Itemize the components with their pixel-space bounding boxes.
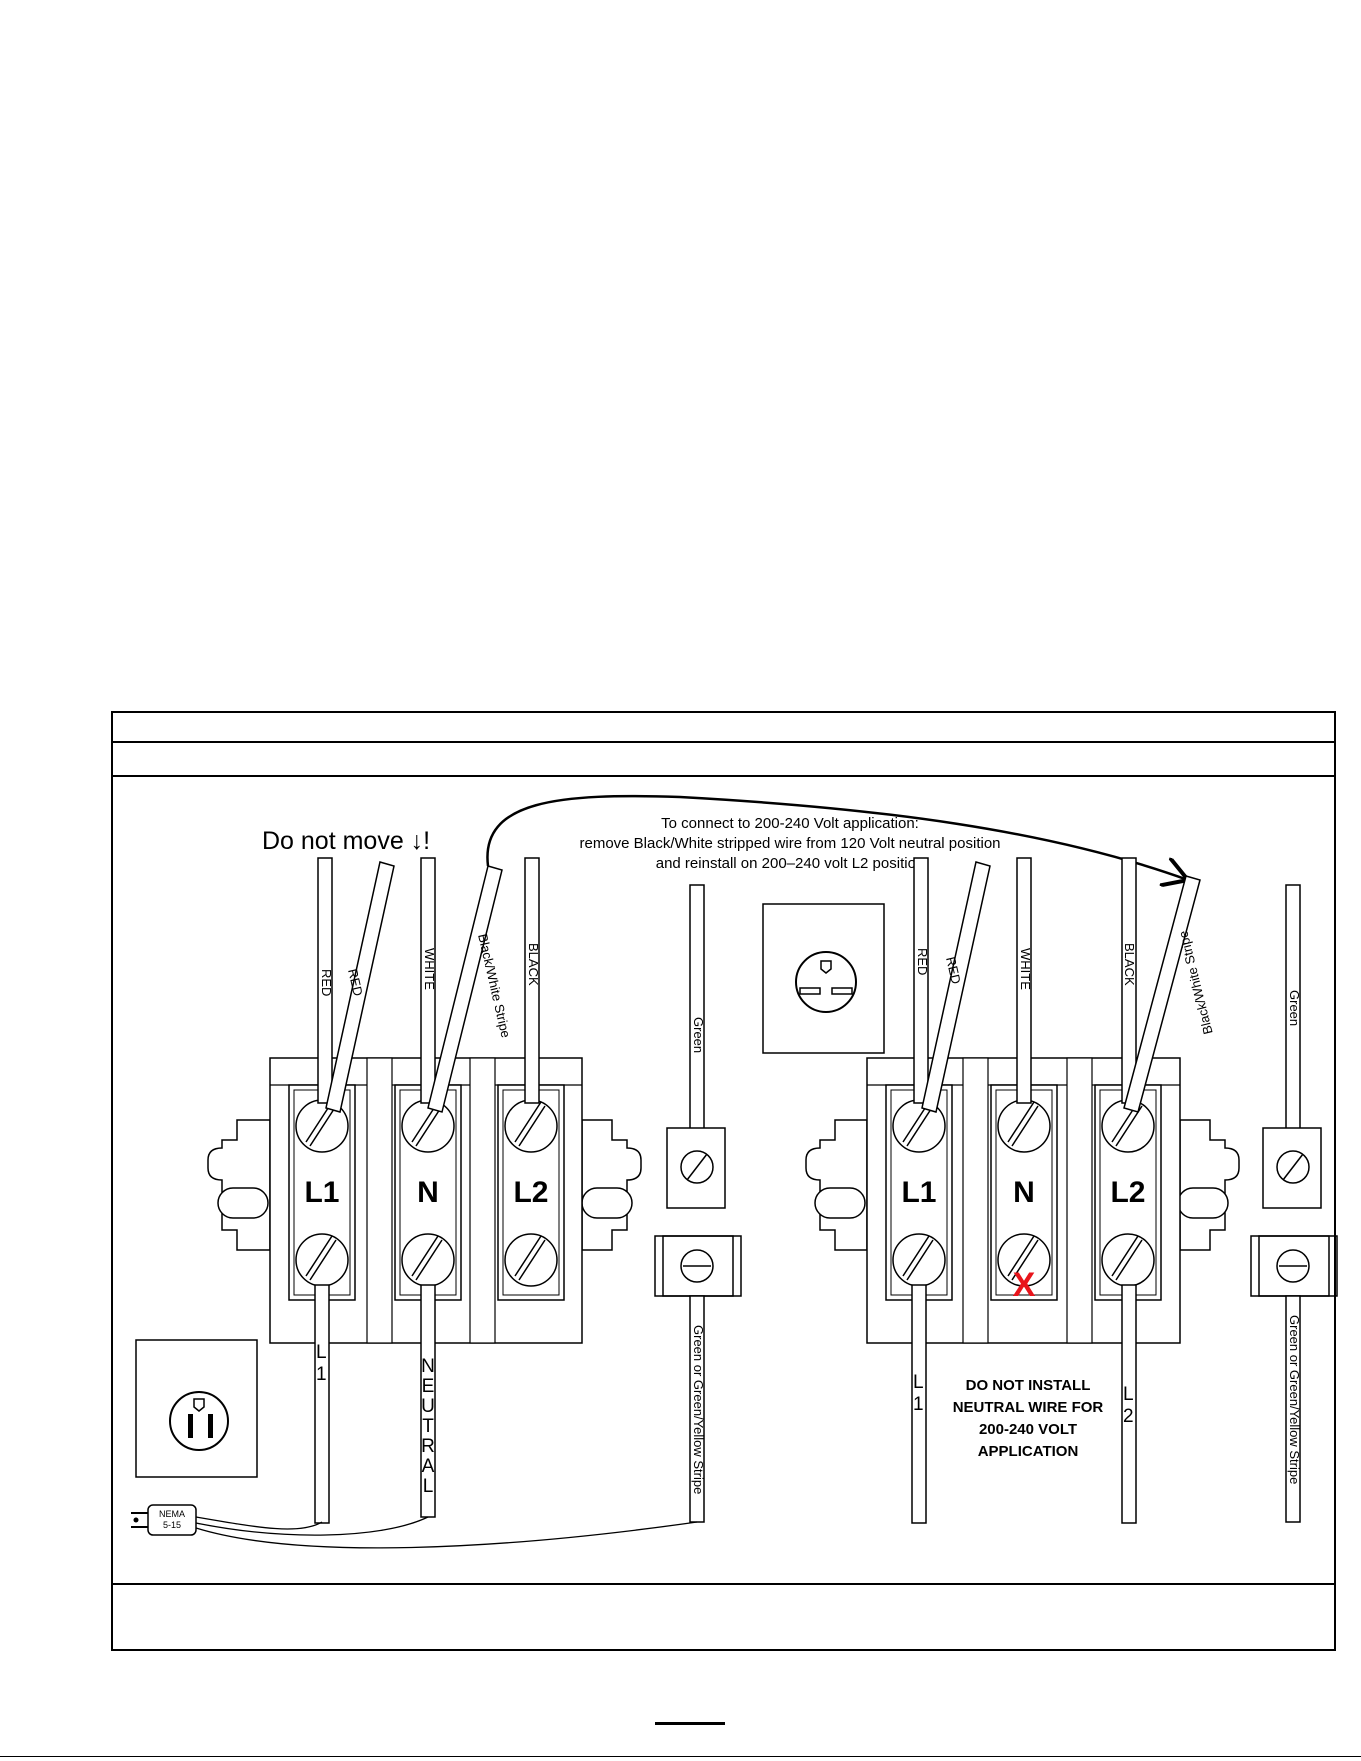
right-terminal-n: N xyxy=(1013,1176,1035,1209)
left-terminal-block: L1 N L2 xyxy=(207,1057,642,1344)
page-number-rule xyxy=(655,1722,725,1725)
neutral-x-mark: X xyxy=(1013,1266,1036,1304)
left-label-l1-char1: L xyxy=(316,1342,327,1363)
svg-text:DO NOT INSTALL: DO NOT INSTALL xyxy=(966,1377,1091,1394)
right-label-black: BLACK xyxy=(1122,943,1137,986)
left-terminal-l1: L1 xyxy=(304,1176,339,1209)
left-plug-label-line2: 5-15 xyxy=(163,1520,181,1530)
right-terminal-l1: L1 xyxy=(901,1176,936,1209)
svg-text:APPLICATION: APPLICATION xyxy=(978,1443,1079,1460)
instruction-line-3: and reinstall on 200–240 volt L2 positio… xyxy=(656,855,925,872)
right-label-l2-char1: L xyxy=(1123,1384,1134,1405)
right-mounting-plate-left xyxy=(805,1119,868,1251)
left-wire-black xyxy=(524,857,540,1104)
frame-divider-1 xyxy=(111,741,1336,743)
left-wire-white xyxy=(420,857,436,1104)
right-label-red-2: RED xyxy=(943,955,964,985)
left-ground-assembly xyxy=(654,884,742,1523)
right-label-black-white: Black/White Stripe xyxy=(1175,929,1215,1036)
right-label-red-1: RED xyxy=(915,948,930,975)
left-outlet-icon xyxy=(135,1339,258,1478)
left-wire-red-1 xyxy=(317,857,333,1104)
left-terminal-l2: L2 xyxy=(513,1176,548,1209)
svg-text:200-240 VOLT: 200-240 VOLT xyxy=(979,1421,1077,1438)
right-mounting-plate-right xyxy=(1179,1119,1240,1251)
right-ground-assembly xyxy=(1250,884,1338,1523)
left-plug-label-line1: NEMA xyxy=(159,1509,185,1519)
do-not-move-note: Do not move ↓! xyxy=(262,827,430,855)
move-wire-arrow xyxy=(486,794,1188,880)
left-label-black: BLACK xyxy=(526,943,541,986)
left-terminal-n: N xyxy=(417,1176,439,1209)
svg-text:NEUTRAL: NEUTRAL xyxy=(421,1356,435,1497)
right-terminal-l2: L2 xyxy=(1110,1176,1145,1209)
left-mounting-plate-right xyxy=(581,1119,642,1251)
left-wire-l1-bottom xyxy=(314,1284,330,1524)
left-power-cord xyxy=(195,1516,698,1549)
right-top-wires xyxy=(913,857,1201,1113)
left-label-black-white: Black/White Stripe xyxy=(475,932,514,1039)
right-label-green: Green xyxy=(1287,990,1302,1026)
right-label-white: WHITE xyxy=(1018,948,1033,990)
left-ear-slot-left xyxy=(217,1187,269,1219)
left-wire-red-2 xyxy=(325,861,395,1113)
right-bottom-wires xyxy=(911,1284,1137,1524)
svg-text:NEUTRAL WIRE FOR: NEUTRAL WIRE FOR xyxy=(953,1399,1104,1416)
left-label-ground-bottom: Green or Green/Yellow Stripe xyxy=(691,1325,706,1494)
frame-divider-3 xyxy=(111,1583,1336,1585)
left-ear-slot-right xyxy=(581,1187,633,1219)
right-label-ground-bottom: Green or Green/Yellow Stripe xyxy=(1287,1315,1302,1484)
figure-frame xyxy=(111,711,1336,1651)
right-label-l2-char2: 2 xyxy=(1123,1406,1134,1427)
left-label-red-2: RED xyxy=(345,967,366,997)
instruction-line-2: remove Black/White stripped wire from 12… xyxy=(579,835,1000,852)
right-warning-text: DO NOT INSTALL NEUTRAL WIRE FOR 200-240 … xyxy=(953,1377,1104,1460)
left-label-red-1: RED xyxy=(319,969,334,996)
left-wire-black-white xyxy=(427,865,503,1113)
right-label-l1-char2: 1 xyxy=(913,1394,924,1415)
left-label-green: Green xyxy=(691,1017,706,1053)
instruction-line-1: To connect to 200-240 Volt application: xyxy=(661,815,919,832)
left-top-wires xyxy=(317,857,540,1113)
bottom-rule xyxy=(0,1756,1361,1757)
left-ground-wire-top xyxy=(689,884,705,1131)
right-outlet-icon xyxy=(762,903,885,1054)
left-label-white: WHITE xyxy=(422,948,437,990)
left-mounting-plate xyxy=(207,1119,271,1251)
frame-divider-2 xyxy=(111,775,1336,777)
left-nema-plug: NEMA 5-15 xyxy=(131,1504,197,1536)
left-screws xyxy=(295,1099,558,1287)
right-label-l1-char1: L xyxy=(913,1372,924,1393)
left-label-l1-char2: 1 xyxy=(316,1364,327,1385)
